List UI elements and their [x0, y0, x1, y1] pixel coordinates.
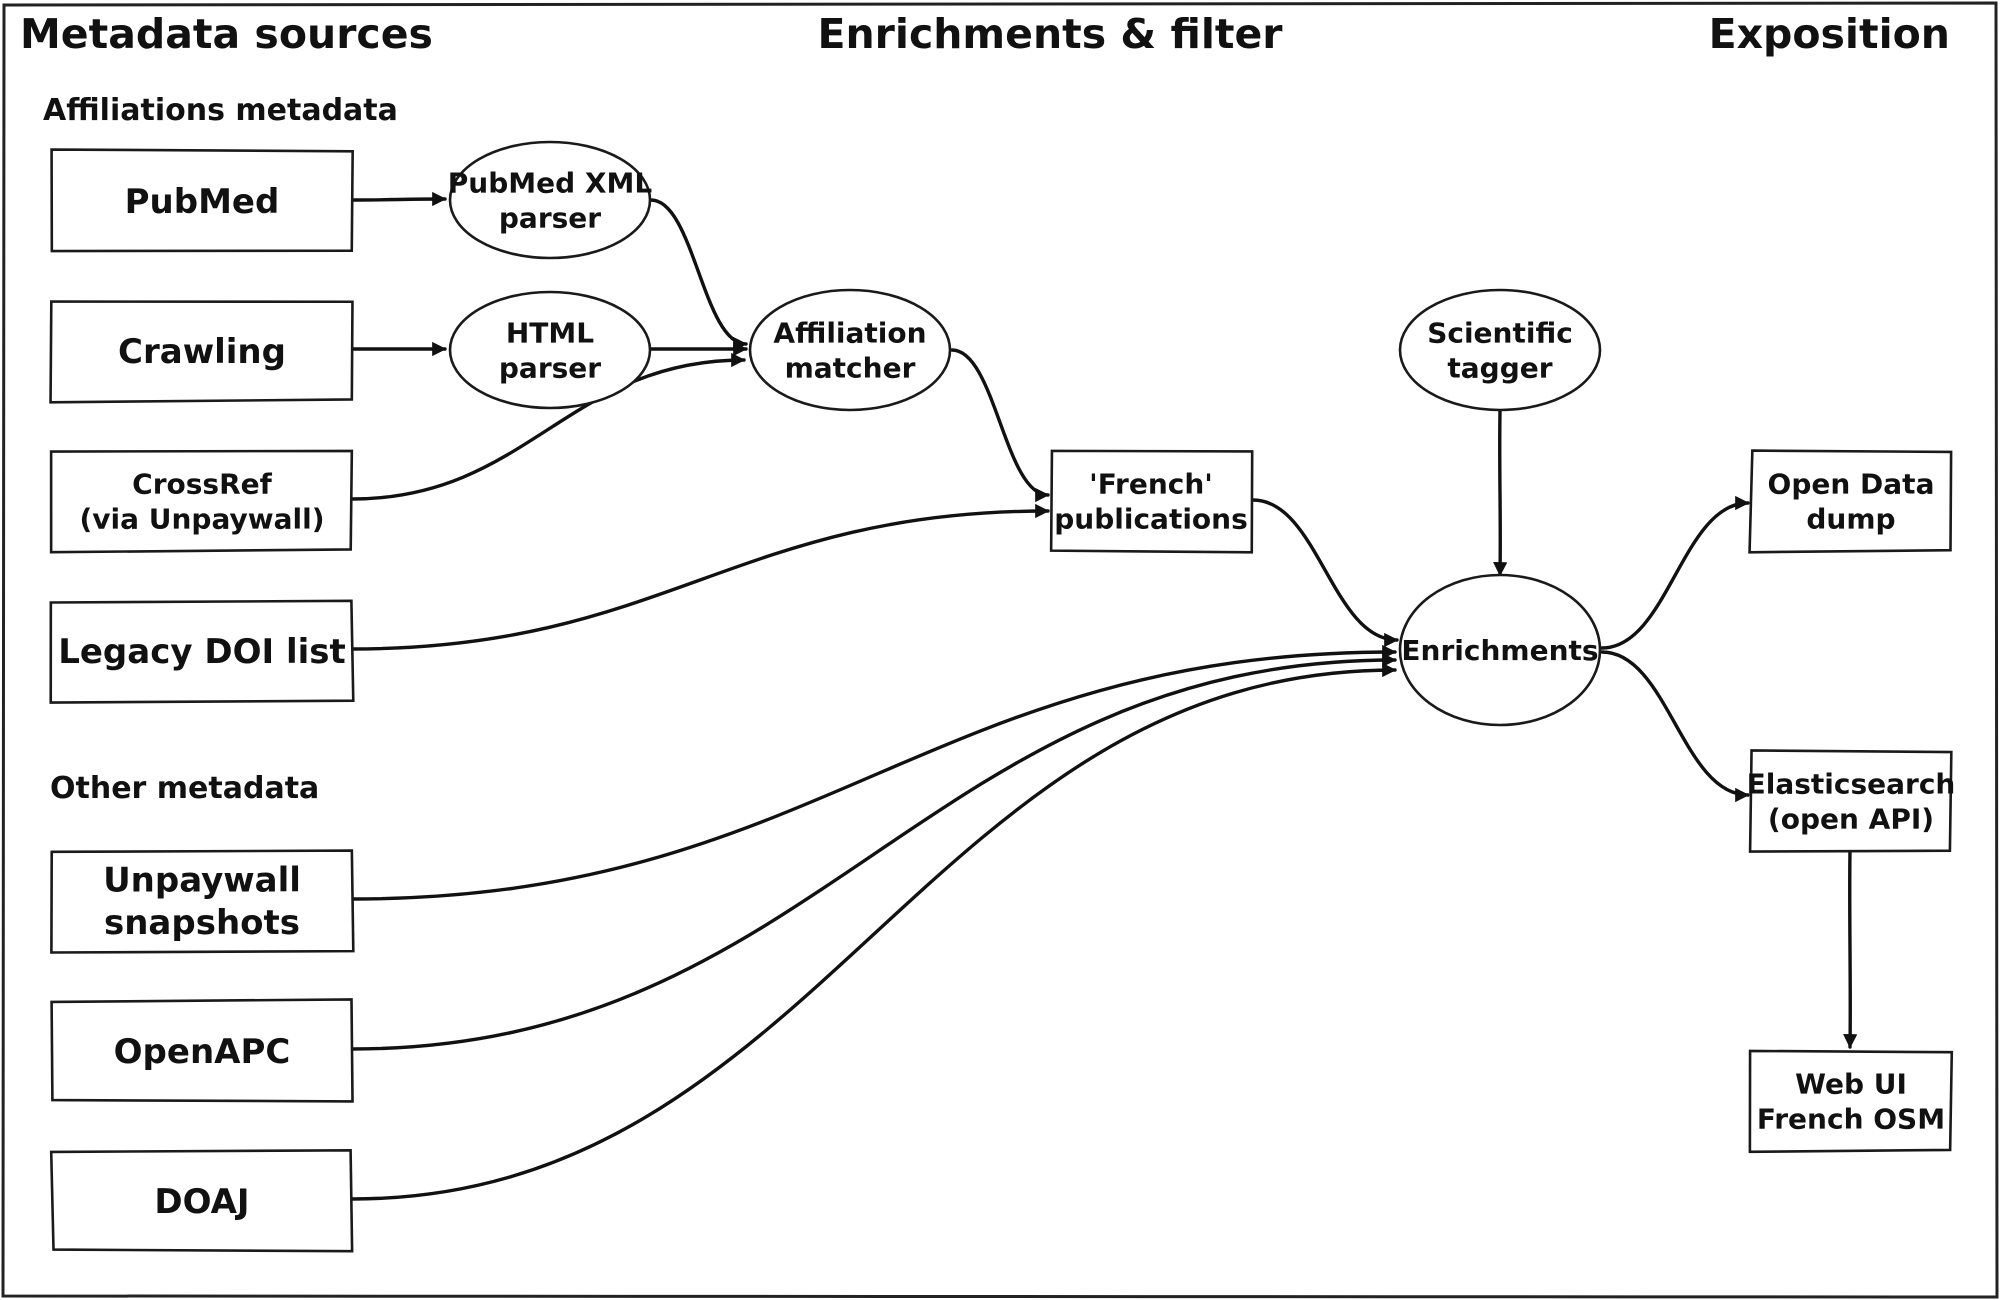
edge-enrichments-to-elasticsearch — [1600, 650, 1750, 803]
node-label: Legacy DOI list — [58, 632, 346, 672]
node-box — [49, 599, 355, 704]
edge-scientific-tagger-to-enrichments — [1493, 409, 1508, 577]
edge-unpaywall-to-enrichments — [350, 644, 1397, 901]
node-box — [49, 449, 354, 554]
edges-layer — [350, 191, 1858, 1201]
node-openapc: OpenAPC — [50, 998, 354, 1103]
node-crawling: Crawling — [49, 300, 354, 404]
node-label: PubMed XML — [448, 166, 653, 199]
edge-enrichments-to-open-data-dump — [1600, 495, 1750, 650]
node-box — [50, 998, 354, 1103]
node-label: (open API) — [1768, 802, 1934, 835]
node-label: Affiliation — [773, 316, 926, 349]
edge-affiliation-matcher-to-french-pubs — [950, 348, 1050, 503]
node-pubmed: PubMed — [50, 148, 354, 253]
section-title-sources: Metadata sources — [20, 10, 433, 58]
node-label: Elasticsearch — [1747, 767, 1956, 800]
node-ellipse — [448, 290, 652, 410]
node-french-pubs: 'French'publications — [1049, 449, 1254, 554]
node-label: PubMed — [125, 182, 280, 222]
node-label: Open Data — [1768, 467, 1935, 500]
node-label: HTML — [506, 316, 594, 349]
edge-pubmed-to-pubmed-parser — [350, 191, 447, 207]
node-label: dump — [1806, 502, 1895, 535]
node-label: OpenAPC — [114, 1032, 291, 1072]
section-title-exposition: Exposition — [1709, 10, 1950, 58]
node-box — [50, 148, 354, 253]
node-label: CrossRef — [132, 467, 272, 500]
edge-french-pubs-to-enrichments — [1251, 498, 1399, 648]
node-doaj: DOAJ — [49, 1149, 354, 1253]
node-label: Unpaywall — [103, 861, 301, 901]
node-ellipse — [748, 288, 952, 412]
node-label: snapshots — [104, 903, 300, 943]
node-label: parser — [499, 201, 601, 234]
node-label: (via Unpaywall) — [79, 502, 324, 535]
node-legacy-doi: Legacy DOI list — [49, 599, 355, 704]
node-label: publications — [1054, 502, 1248, 535]
section-title-enrichments: Enrichments & filter — [817, 10, 1283, 58]
node-label: Web UI — [1795, 1067, 1907, 1100]
edge-crossref-to-affiliation-matcher — [350, 352, 746, 501]
node-enrichments: Enrichments — [1398, 573, 1602, 727]
node-label: French OSM — [1757, 1102, 1945, 1135]
node-label: tagger — [1447, 351, 1552, 384]
node-elasticsearch: Elasticsearch(open API) — [1747, 749, 1956, 853]
node-box — [1748, 449, 1953, 554]
edge-pubmed-parser-to-affiliation-matcher — [649, 198, 748, 352]
edge-elasticsearch-to-web-ui — [1843, 849, 1858, 1049]
node-label: matcher — [785, 351, 916, 384]
group-label-other: Other metadata — [50, 771, 319, 806]
node-label: 'French' — [1089, 467, 1213, 500]
node-label: Crawling — [118, 332, 286, 372]
edge-legacy-doi-to-french-pubs — [350, 503, 1050, 651]
node-crossref: CrossRef(via Unpaywall) — [49, 449, 354, 554]
node-ellipse — [1398, 573, 1602, 727]
node-box — [1748, 1049, 1954, 1154]
node-label: DOAJ — [154, 1182, 249, 1222]
node-box — [49, 300, 354, 404]
node-ellipse — [1398, 288, 1602, 412]
group-label-affiliations: Affiliations metadata — [43, 93, 398, 128]
node-label: Scientific — [1427, 316, 1573, 349]
edge-openapc-to-enrichments — [350, 652, 1397, 1051]
node-ellipse — [448, 140, 652, 260]
node-box — [1748, 749, 1953, 853]
node-box — [50, 849, 355, 954]
node-box — [1049, 449, 1254, 554]
edge-doaj-to-enrichments — [350, 662, 1397, 1201]
node-label: Enrichments — [1401, 634, 1598, 667]
node-box — [49, 1149, 354, 1253]
node-label: parser — [499, 351, 601, 384]
